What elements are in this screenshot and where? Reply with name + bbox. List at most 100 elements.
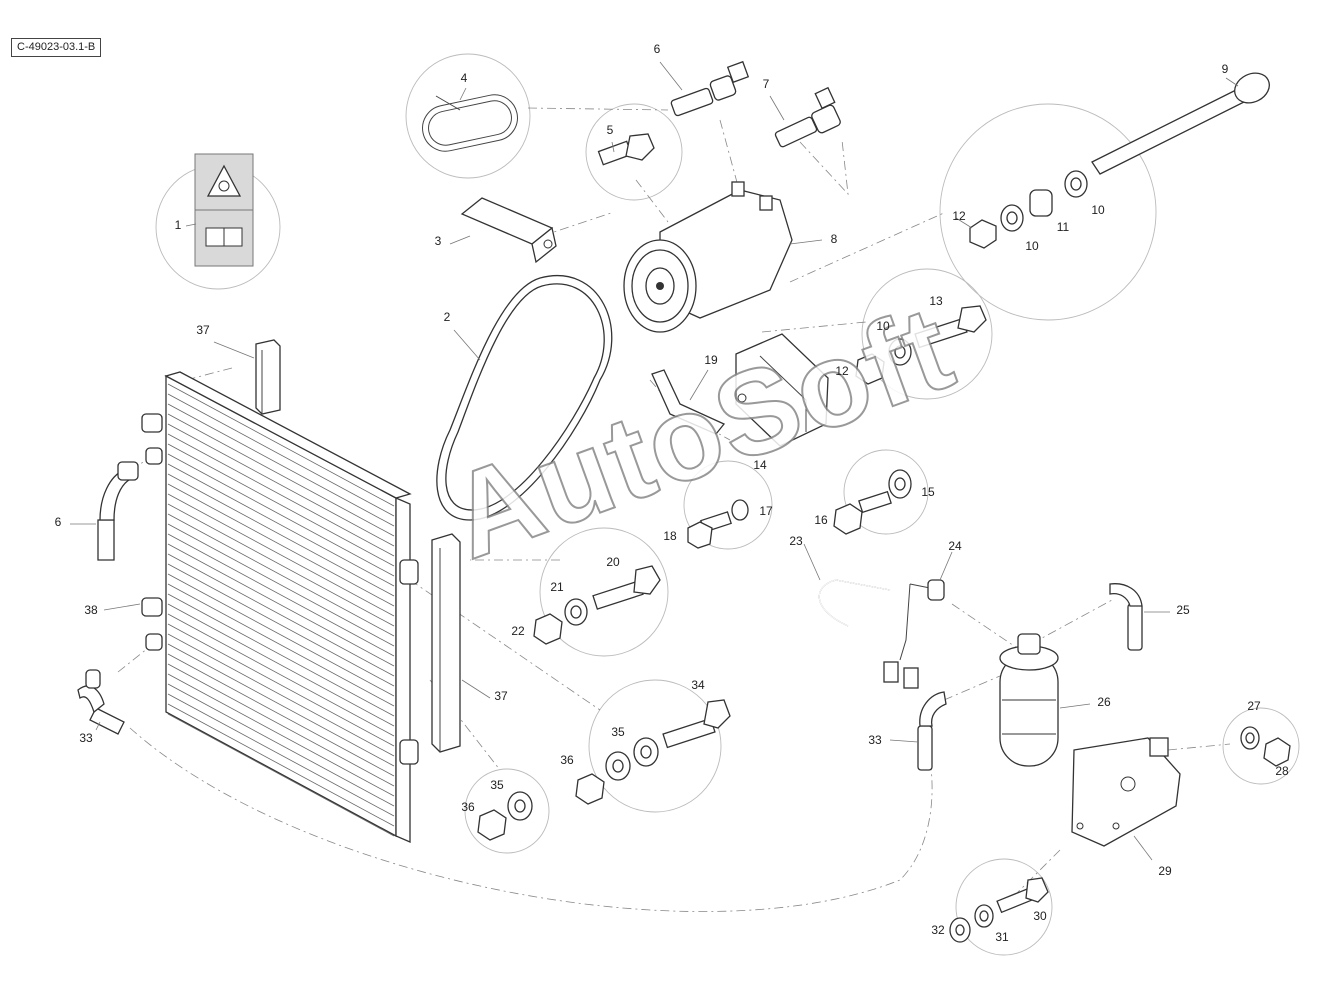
condenser-fin xyxy=(167,473,395,597)
bolt-set-18 xyxy=(687,499,749,549)
callout-5: 5 xyxy=(607,123,614,137)
condenser-fin xyxy=(167,443,395,567)
belt-ring xyxy=(422,94,518,152)
condenser-fin xyxy=(167,493,395,617)
callout-15: 15 xyxy=(921,485,935,499)
condenser-fin xyxy=(167,533,395,657)
washer-set-35 xyxy=(477,791,533,841)
callout-38: 38 xyxy=(84,603,98,617)
callout-35-b: 35 xyxy=(490,778,504,792)
condenser-fin xyxy=(167,713,395,837)
callout-24: 24 xyxy=(948,539,962,553)
callout-36-b: 36 xyxy=(461,800,475,814)
condenser-fin xyxy=(167,653,395,777)
callout-10-a: 10 xyxy=(1091,203,1105,217)
pressure-switch-24 xyxy=(883,579,945,689)
washer-set-upper xyxy=(969,170,1088,249)
callout-8: 8 xyxy=(831,232,838,246)
strap-19 xyxy=(651,369,726,435)
bolt-5 xyxy=(597,133,655,166)
callout-4: 4 xyxy=(461,71,468,85)
condenser-fin xyxy=(167,633,395,757)
callout-6-top: 6 xyxy=(654,42,661,56)
callout-23: 23 xyxy=(789,534,803,548)
callout-35-a: 35 xyxy=(611,725,625,739)
drive-belt xyxy=(436,275,613,521)
condenser-fin xyxy=(167,423,395,547)
callout-1: 1 xyxy=(175,218,182,232)
callout-28: 28 xyxy=(1275,764,1289,778)
condenser-fin xyxy=(167,673,395,797)
condenser-fin xyxy=(167,703,395,827)
callout-2: 2 xyxy=(444,310,451,324)
hose-33-left xyxy=(77,669,125,735)
callout-26: 26 xyxy=(1097,695,1111,709)
condenser-fin xyxy=(167,663,395,787)
callout-11: 11 xyxy=(1057,220,1070,234)
condenser-fin xyxy=(167,613,395,737)
callout-6-left: 6 xyxy=(55,515,62,529)
bolt-set-16 xyxy=(833,469,912,535)
callout-19: 19 xyxy=(704,353,718,367)
condenser-fin xyxy=(167,643,395,767)
drier-bracket xyxy=(1071,737,1181,847)
condenser-fin xyxy=(167,573,395,697)
bolt-set-20 xyxy=(533,565,661,645)
callout-25: 25 xyxy=(1176,603,1190,617)
callout-34: 34 xyxy=(691,678,705,692)
condenser-fin xyxy=(167,513,395,637)
hose-fitting-6 xyxy=(670,60,750,117)
condenser-fin xyxy=(167,543,395,667)
callout-22: 22 xyxy=(511,624,525,638)
callout-7: 7 xyxy=(763,77,770,91)
washer-nut-27 xyxy=(1240,726,1291,767)
hose-fitting-7 xyxy=(774,86,841,148)
callout-27: 27 xyxy=(1247,699,1261,713)
condenser xyxy=(141,371,419,843)
condenser-fin xyxy=(167,523,395,647)
callout-30: 30 xyxy=(1033,909,1047,923)
detail-circles xyxy=(155,53,1300,956)
condenser-fin xyxy=(167,683,395,807)
reference-code: C-49023-03.1-B xyxy=(11,38,102,57)
condenser-fin xyxy=(167,693,395,817)
callout-17: 17 xyxy=(759,504,773,518)
bolt-set-30 xyxy=(949,877,1049,943)
callout-31: 31 xyxy=(995,930,1009,944)
condenser-fin xyxy=(167,593,395,717)
bolt-set-34 xyxy=(575,699,731,805)
condenser-fin xyxy=(167,563,395,687)
condenser-fin xyxy=(167,393,395,517)
callout-29: 29 xyxy=(1158,864,1172,878)
condenser-fin xyxy=(167,403,395,527)
condenser-fin xyxy=(167,433,395,557)
callout-37-bottom: 37 xyxy=(494,689,508,703)
callout-20: 20 xyxy=(606,555,620,569)
condenser-fin xyxy=(167,463,395,587)
hose-23 xyxy=(818,579,891,627)
receiver-drier xyxy=(999,633,1059,767)
condenser-fin xyxy=(167,553,395,677)
callout-10-b: 10 xyxy=(1025,239,1039,253)
callout-18: 18 xyxy=(663,529,677,543)
callout-33-left: 33 xyxy=(79,731,93,745)
callout-37-top: 37 xyxy=(196,323,210,337)
callout-21: 21 xyxy=(550,580,564,594)
callout-36-a: 36 xyxy=(560,753,574,767)
hose-6-left xyxy=(97,461,139,561)
compressor xyxy=(623,181,793,333)
callout-labels: 1 2 3 4 5 6 6 7 8 9 10 10 10 11 12 12 13… xyxy=(55,42,1289,944)
leader-lines xyxy=(70,61,1239,861)
condenser-fin xyxy=(167,453,395,577)
upright-bracket-top xyxy=(255,339,281,415)
bolt-set-13 xyxy=(855,305,987,385)
warning-decal xyxy=(194,153,254,267)
hose-25 xyxy=(1109,583,1143,651)
callout-12-a: 12 xyxy=(952,209,966,223)
callout-10-c: 10 xyxy=(876,319,890,333)
callout-14: 14 xyxy=(753,458,767,472)
upright-bracket-bottom xyxy=(431,533,461,753)
callout-13: 13 xyxy=(929,294,943,308)
callout-9: 9 xyxy=(1222,62,1229,76)
